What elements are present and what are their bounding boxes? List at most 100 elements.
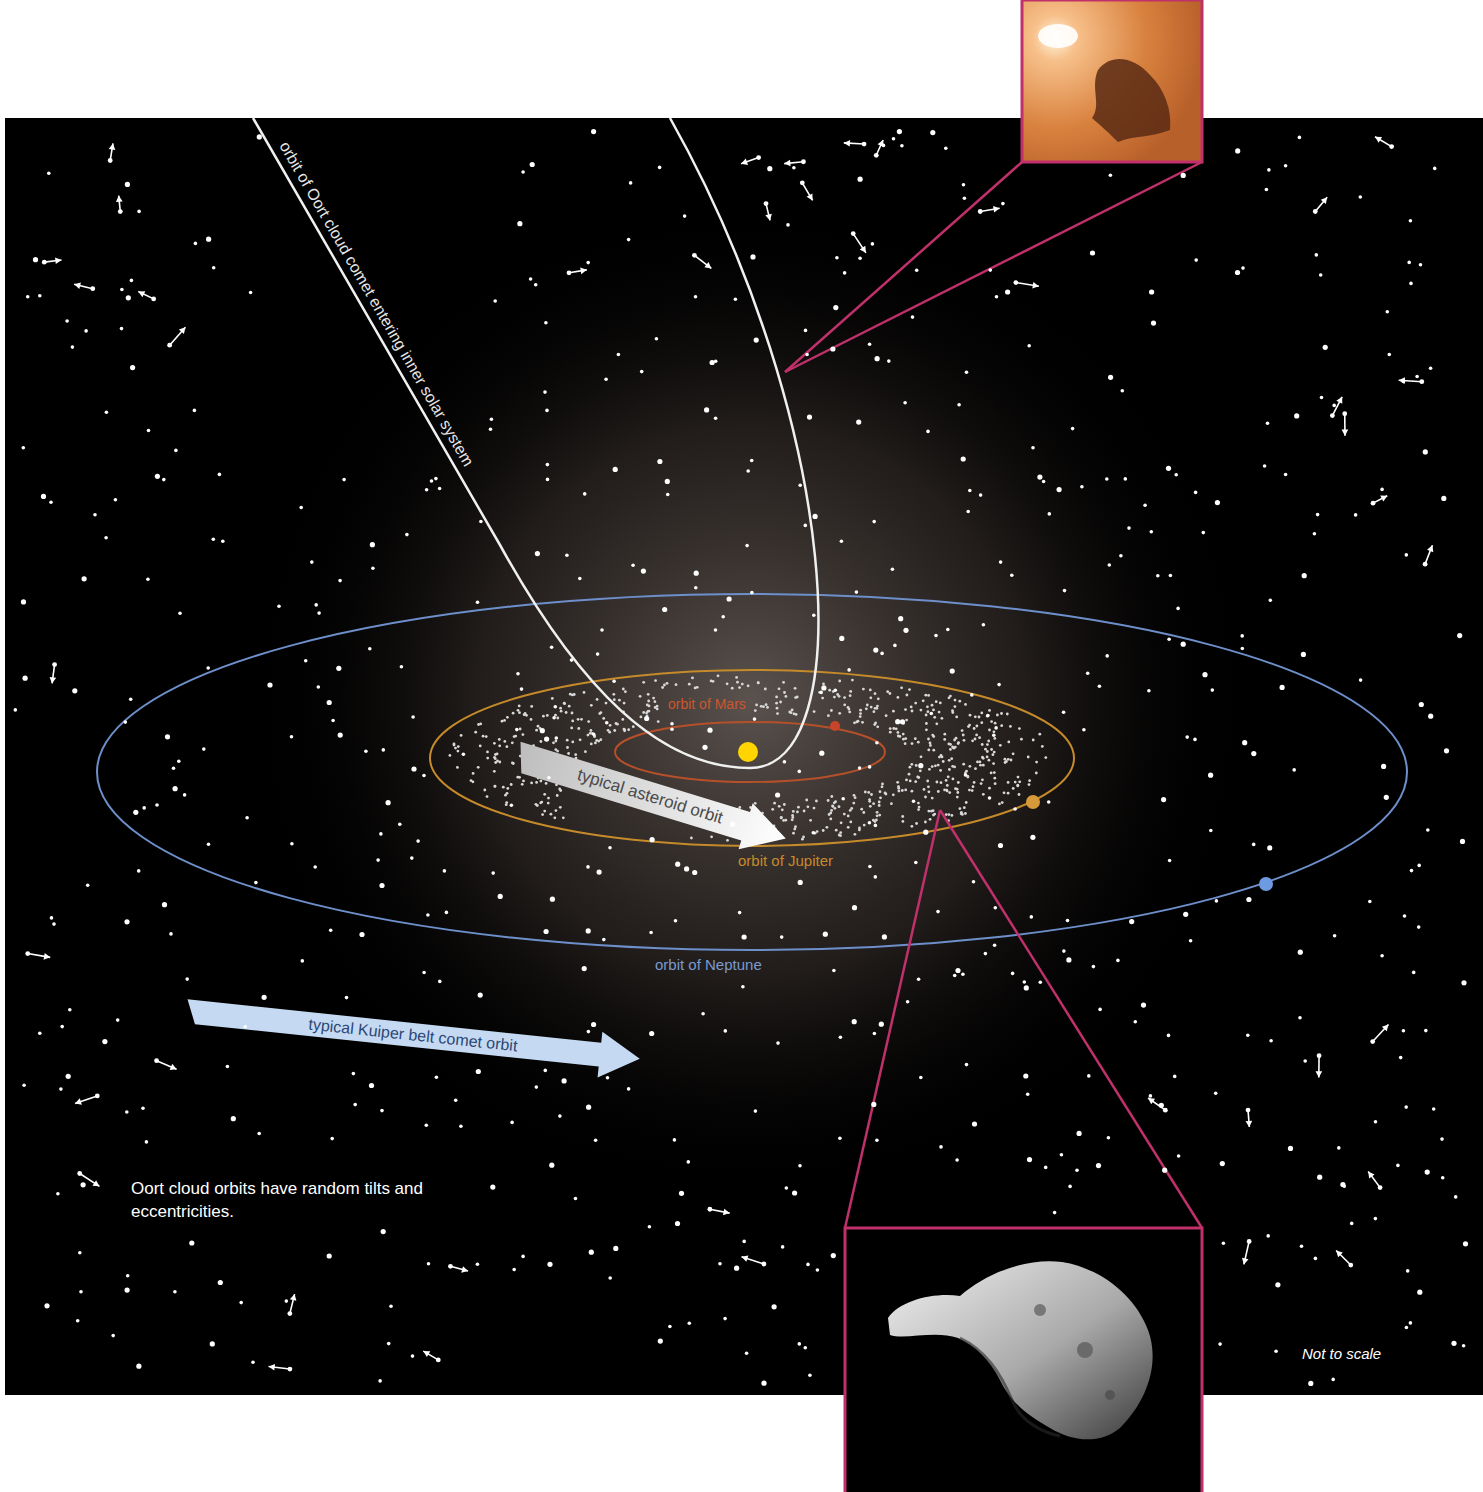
star-dot <box>336 666 341 671</box>
star-dot <box>917 776 920 779</box>
oort-note: Oort cloud orbits have random tilts and … <box>131 1178 481 1224</box>
star-dot <box>688 683 691 686</box>
star-dot <box>1143 503 1147 507</box>
star-dot <box>398 822 402 826</box>
star-dot <box>771 808 774 811</box>
star-dot <box>807 805 810 808</box>
star-dot <box>924 796 927 799</box>
star-dot <box>510 783 513 786</box>
star-dot <box>834 800 837 803</box>
star-dot <box>692 870 697 875</box>
orbit-direction-arrow <box>448 1264 468 1273</box>
star-dot <box>517 221 522 226</box>
star-dot <box>1169 574 1173 578</box>
star-dot <box>1275 1282 1280 1287</box>
star-dot <box>389 1304 393 1308</box>
star-dot <box>864 791 867 794</box>
star-dot <box>839 831 842 834</box>
star-dot <box>338 579 342 583</box>
star-dot <box>897 787 900 790</box>
star-dot <box>1263 464 1267 468</box>
jupiter-orbit-label: orbit of Jupiter <box>738 852 833 870</box>
orbit-direction-arrow <box>167 327 185 347</box>
star-dot <box>605 721 609 725</box>
star-dot <box>174 449 178 453</box>
star-dot <box>1432 1107 1436 1111</box>
star-dot <box>873 723 876 726</box>
orbit-direction-arrow <box>1371 496 1388 506</box>
star-dot <box>124 720 128 724</box>
star-dot <box>76 1319 80 1323</box>
star-dot <box>1403 914 1407 918</box>
star-dot <box>359 932 364 937</box>
star-dot <box>924 821 927 824</box>
star-dot <box>967 776 970 779</box>
orbit-direction-arrow <box>1399 377 1425 384</box>
star-dot <box>961 456 966 461</box>
star-dot <box>804 524 808 528</box>
star-dot <box>642 681 645 684</box>
star-dot <box>1374 1217 1378 1221</box>
orbit-direction-arrow <box>75 1094 100 1105</box>
star-dot <box>563 702 566 705</box>
star-dot <box>613 1246 618 1251</box>
star-dot <box>486 757 489 760</box>
star-dot <box>345 996 349 1000</box>
star-dot <box>746 469 750 473</box>
star-dot <box>997 683 1001 687</box>
star-dot <box>1007 781 1010 784</box>
star-dot <box>522 733 525 736</box>
star-dot <box>965 371 969 375</box>
star-dot <box>948 768 951 771</box>
star-dot <box>989 268 993 272</box>
star-dot <box>988 729 991 732</box>
star-dot <box>602 938 606 942</box>
star-dot <box>869 805 872 808</box>
star-dot <box>998 843 1003 848</box>
star-dot <box>615 722 618 725</box>
star-dot <box>210 1341 215 1346</box>
star-dot <box>885 714 888 717</box>
star-dot <box>1241 647 1245 651</box>
star-dot <box>945 779 948 782</box>
star-dot <box>1167 638 1171 642</box>
star-dot <box>1340 1182 1345 1187</box>
star-dot <box>549 1163 554 1168</box>
star-dot <box>859 715 862 718</box>
star-dot <box>1060 1153 1064 1157</box>
star-dot <box>1005 760 1008 763</box>
star-dot <box>972 1121 977 1126</box>
star-dot <box>1020 738 1023 741</box>
star-dot <box>41 494 46 499</box>
orbit-direction-arrow <box>1242 1239 1252 1264</box>
orbit-direction-arrow <box>1246 1108 1253 1127</box>
star-dot <box>992 753 995 756</box>
star-dot <box>579 738 582 741</box>
star-dot <box>829 812 832 815</box>
star-dot <box>1092 965 1096 969</box>
star-dot <box>975 734 978 737</box>
star-dot <box>597 870 602 875</box>
star-dot <box>858 257 862 261</box>
star-dot <box>498 738 501 741</box>
star-dot <box>874 824 878 828</box>
star-dot <box>1010 759 1013 762</box>
star-dot <box>840 540 844 544</box>
star-dot <box>566 739 569 742</box>
star-dot <box>911 825 914 828</box>
star-dot <box>515 728 519 732</box>
orbit-direction-arrow <box>1375 137 1394 149</box>
star-dot <box>767 166 772 171</box>
star-dot <box>370 542 375 547</box>
star-dot <box>738 686 741 689</box>
star-dot <box>892 710 895 713</box>
star-dot <box>1147 689 1151 693</box>
star-dot <box>1313 532 1317 536</box>
star-dot <box>327 700 332 705</box>
star-dot <box>578 577 582 581</box>
star-dot <box>486 751 489 754</box>
star-dot <box>979 761 982 764</box>
star-dot <box>1381 764 1386 769</box>
star-dot <box>852 1019 857 1024</box>
star-dot <box>838 680 841 683</box>
